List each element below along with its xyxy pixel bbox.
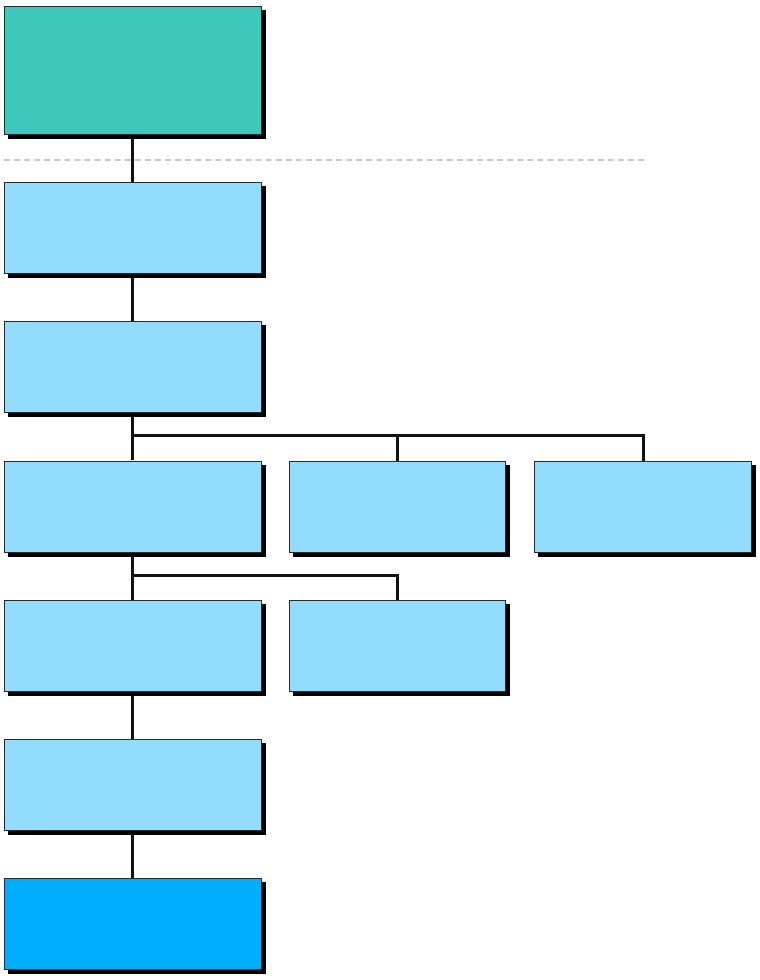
- node-level-3-c: [534, 461, 752, 553]
- node-level-4-a: [4, 600, 262, 692]
- connector-level-1-to-level-2: [131, 273, 134, 321]
- node-bottom: [4, 878, 262, 970]
- connector-level-5-to-bottom: [131, 830, 134, 878]
- connector-root-to-level-1: [131, 134, 134, 182]
- connector-to-level-3-b: [396, 434, 399, 461]
- connector-branch-level-4: [131, 574, 399, 577]
- node-level-5: [4, 739, 262, 831]
- node-level-1: [4, 182, 262, 274]
- node-level-3-b: [289, 461, 506, 553]
- node-level-4-b: [289, 600, 506, 692]
- node-level-3-a: [4, 461, 262, 553]
- connector-level-4-to-level-5: [131, 691, 134, 739]
- separator-line: [4, 159, 644, 161]
- node-level-2: [4, 321, 262, 413]
- connector-branch-level-3: [131, 434, 645, 437]
- connector-to-level-3-c: [642, 434, 645, 461]
- node-root: [4, 6, 262, 135]
- connector-to-level-4-b: [396, 574, 399, 601]
